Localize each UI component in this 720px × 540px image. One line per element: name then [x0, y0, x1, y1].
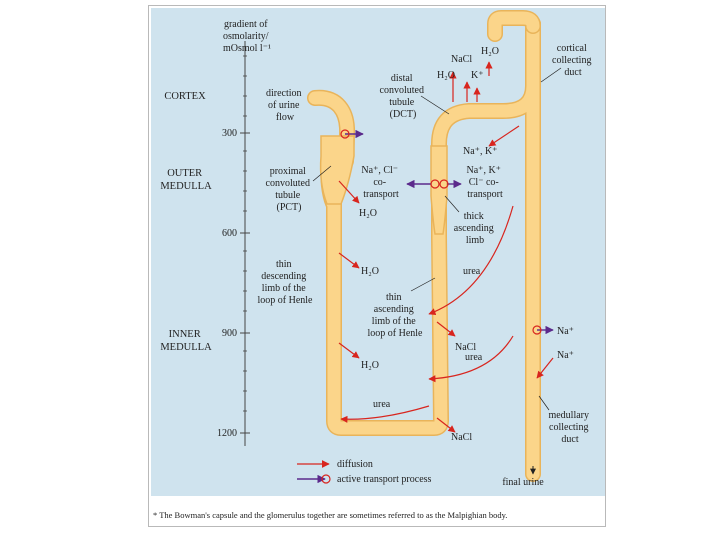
tick-label-900: 900 [222, 328, 237, 339]
solute-na-out: Na⁺ [557, 326, 574, 337]
solute-h2o-duct: H₂O [481, 46, 499, 57]
thin-descending-label: thin descending limb of the loop of Henl… [258, 259, 314, 306]
tick-label-1200: 1200 [217, 428, 237, 439]
solute-na-in: Na⁺ [557, 350, 574, 361]
pump-left [430, 179, 440, 189]
arrow-urea-1 [428, 205, 514, 316]
arrow-urea-2 [428, 335, 514, 383]
tick-label-600: 600 [222, 228, 237, 239]
tick-label-300: 300 [222, 128, 237, 139]
solute-h2o-desc1: H₂O [361, 266, 379, 277]
pump-duct [532, 325, 542, 335]
pct-leader [312, 165, 332, 182]
pct-label: proximal convoluted tubule (PCT) [266, 166, 313, 213]
solute-nacl-2: NaCl [451, 432, 472, 443]
scale-title: gradient of osmolarity/ mOsmol l⁻¹ [223, 19, 271, 54]
arrow-na-in [536, 357, 554, 379]
scale-major-ticks [240, 132, 250, 434]
solute-nacl-1: NaCl [455, 342, 476, 353]
footnote: * The Bowman's capsule and the glomerulu… [153, 510, 507, 520]
cotransport-left-label: Na⁺, Cl⁻ co- transport [361, 165, 400, 200]
arrow-h2o-desc1 [338, 252, 360, 269]
pump-pct [340, 129, 350, 139]
cortical-duct-label: cortical collecting duct [552, 43, 594, 78]
arrow-nacl-2 [436, 417, 456, 433]
zone-label-outer-medulla: OUTER MEDULLA [160, 168, 212, 192]
medullary-duct-label: medullary collecting duct [548, 410, 591, 445]
legend-active-label: active transport process [337, 474, 432, 485]
solute-na-k: Na⁺, K⁺ [463, 146, 497, 157]
diffusion-arrows [338, 61, 554, 433]
arrow-na-k [488, 125, 520, 147]
pump-circles [340, 129, 542, 335]
legend-diffusion-label: diffusion [337, 459, 373, 470]
thick-ascending-label: thick ascending limb [454, 211, 497, 246]
solute-h2o-desc2: H₂O [361, 360, 379, 371]
thin-ascending-leader [410, 277, 436, 292]
nephron-diagram: 300 600 900 1200 gradient of osmolarity/… [151, 8, 605, 520]
osmolarity-scale: 300 600 900 1200 gradient of osmolarity/… [217, 19, 271, 446]
legend-pump-circle [321, 474, 331, 484]
cortical-duct-leader [540, 67, 562, 83]
duct-top-fill [488, 11, 540, 41]
zone-label-inner-medulla: INNER MEDULLA [160, 329, 212, 353]
cotransport-right-label: Na⁺, K⁺ Cl⁻ co- transport [467, 165, 504, 200]
legend: diffusion active transport process [297, 459, 432, 485]
dct-label: distal convoluted tubule (DCT) [380, 73, 427, 120]
arrow-h2o-pct [338, 180, 360, 204]
thick-ascending-leader [444, 195, 460, 213]
arrow-urea-3 [340, 405, 430, 423]
figure-frame: 300 600 900 1200 gradient of osmolarity/… [148, 5, 606, 527]
solute-h2o-pct: H₂O [359, 208, 377, 219]
pct-bulge [319, 135, 355, 205]
scale-minor-ticks [243, 55, 247, 412]
solute-nacl-top: NaCl [451, 54, 472, 65]
arrow-nacl-1 [436, 321, 456, 337]
solute-urea-3: urea [373, 399, 391, 410]
dct-leader [420, 95, 450, 115]
active-transport-arrows [345, 129, 554, 335]
zone-label-cortex: CORTEX [164, 91, 206, 102]
solute-k-plus: K⁺ [471, 70, 484, 81]
pump-right [439, 179, 449, 189]
solute-h2o-dct: H₂O [437, 70, 455, 81]
thick-limb-bulge [430, 145, 448, 235]
direction-of-flow-label: direction of urine flow [266, 88, 304, 123]
solute-urea-1: urea [463, 266, 481, 277]
arrow-h2o-desc2 [338, 342, 360, 359]
solute-urea-2: urea [465, 352, 483, 363]
thin-ascending-label: thin ascending limb of the loop of Henle [368, 292, 424, 339]
nephron-tubule [307, 9, 541, 482]
medullary-duct-leader [538, 395, 550, 411]
final-urine-label: final urine [502, 477, 544, 488]
